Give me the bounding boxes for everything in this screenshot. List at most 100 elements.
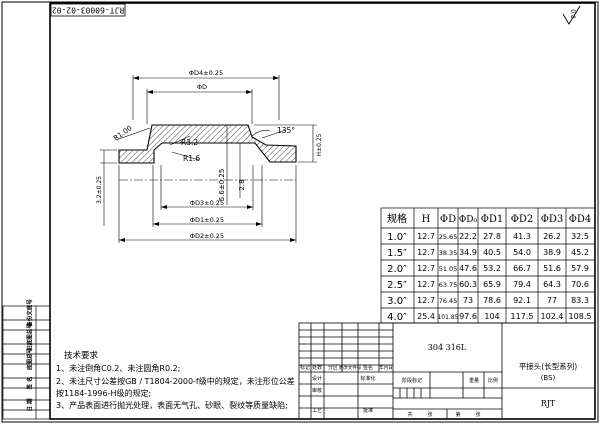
table-cell: 78.6 (483, 296, 501, 305)
table-cell: 1.0″ (387, 232, 407, 243)
tb-count: 处数 (312, 364, 322, 371)
table-cell: 32.5 (571, 232, 589, 241)
stamp-label: 日 期 (26, 398, 34, 411)
stamp-label: 签 名 (26, 377, 34, 391)
tb-change-doc: 更改文件号 (339, 364, 362, 371)
tb-sign: 签名 (363, 364, 373, 371)
tb-stage-mark: 阶段标记 (402, 377, 422, 384)
spec-table-header: 规格 H ΦD ΦD₀ ΦD1 ΦD2 ΦD3 ΦD4 (387, 212, 591, 225)
tb-design: 设计 (312, 375, 322, 382)
table-cell: 60.3 (459, 280, 477, 289)
table-cell: 12.7 (417, 232, 435, 241)
table-cell: 40.5 (483, 248, 501, 257)
dim-angle: 135° (277, 126, 295, 135)
table-cell: 53.2 (483, 264, 501, 273)
svg-text:0.8: 0.8 (569, 9, 576, 19)
dim-flange: 2.8 (238, 179, 246, 190)
tb-weight: 重量 (469, 377, 479, 384)
dim-d3: ΦD3±0.25 (190, 199, 224, 207)
table-cell: 73 (463, 296, 473, 305)
tb-sheet-no: 第 (455, 411, 460, 418)
table-cell: 102.4 (541, 312, 564, 321)
tb-standardize: 标准化 (360, 375, 375, 382)
table-cell: 12.7 (417, 296, 435, 305)
dim-wall: 5.6±0.25 (218, 169, 226, 202)
dim-chamfer-r: R1.00 (112, 124, 133, 142)
tech-note-line: 2、未注尺寸公差按GB / T1804-2000-f级中的规定，未注形位公差 (56, 376, 295, 386)
table-cell: 1.5″ (387, 248, 407, 259)
spec-table (380, 207, 596, 324)
table-cell: 79.4 (513, 280, 531, 289)
table-cell: 104 (484, 312, 499, 321)
dim-d4: ΦD4±0.25 (189, 69, 223, 77)
spec-table-body: 1.0″ 12.7 25.65 22.2 27.8 41.3 26.2 32.5… (387, 232, 591, 323)
table-cell: 83.3 (571, 296, 589, 305)
spec-header-d1: ΦD1 (481, 214, 504, 225)
table-cell: 34.9 (459, 248, 477, 257)
table-cell: 12.7 (417, 248, 435, 257)
table-cell: 47.6 (459, 264, 477, 273)
stamp-label: 旧底图总号 (26, 323, 34, 351)
table-cell: 12.7 (417, 280, 435, 289)
table-cell: 92.1 (513, 296, 531, 305)
tech-notes: 技术要求 1、未注倒角C0.2、未注圆角R0.2; 2、未注尺寸公差按GB / … (56, 350, 295, 410)
spec-header-d0: ΦD₀ (459, 215, 478, 225)
table-cell: 22.2 (459, 232, 477, 241)
spec-header-d3: ΦD3 (541, 214, 564, 225)
title-block-grid (298, 322, 596, 420)
table-cell: 41.3 (513, 232, 531, 241)
table-cell: 66.7 (513, 264, 531, 273)
spec-header-d2: ΦD2 (511, 214, 534, 225)
dim-r16: R1.6 (183, 154, 200, 163)
table-cell: 101.85 (438, 314, 459, 321)
table-cell: 63.75 (439, 281, 458, 289)
title-block-text: 标记 处数 分区 更改文件号 签名 年月日 设计 标准化 审核 工艺 批准 阶段… (300, 343, 577, 418)
table-cell: 38.9 (543, 248, 561, 257)
dim-h-left: 3.2±0.25 (96, 176, 103, 204)
table-cell: 3.0″ (387, 296, 407, 307)
table-cell: 70.6 (571, 280, 589, 289)
roughness-symbol-icon: 0.8 (562, 5, 581, 25)
table-cell: 65.9 (483, 280, 501, 289)
table-cell: 12.7 (417, 264, 435, 273)
table-cell: 2.0″ (387, 264, 407, 275)
tb-part-name: 平接头(长型系列) (519, 361, 577, 371)
table-cell: 51.6 (543, 264, 561, 273)
tech-note-line: 3、产品表面进行抛光处理，表面无气孔、砂眼、裂纹等质量缺陷; (56, 400, 288, 410)
side-stamp-column (2, 305, 51, 420)
table-cell: 38.35 (439, 249, 458, 257)
drawing-number-box: RJT-60003-02-02 (50, 3, 126, 17)
tb-scale: 比例 (488, 377, 498, 384)
dim-d: ΦD (197, 83, 207, 91)
side-stamp-labels: 备份文底号 旧底图总号 底图总号 签 名 日 期 (26, 299, 34, 412)
table-cell: 64.3 (543, 280, 561, 289)
spec-header-d4: ΦD4 (569, 214, 592, 225)
dimension-lines (100, 75, 317, 243)
table-cell: 51.05 (439, 265, 458, 273)
table-cell: 25.4 (417, 312, 435, 321)
stamp-label: 备份文底号 (26, 299, 34, 328)
tb-mark: 标记 (300, 364, 310, 371)
tb-part-code: (BS) (541, 374, 556, 382)
table-cell: 2.5″ (387, 280, 407, 291)
part-section (118, 124, 297, 181)
tb-process: 工艺 (312, 408, 322, 414)
dim-r32: R3.2 (181, 138, 198, 147)
dim-d1: ΦD1±0.25 (190, 216, 224, 224)
table-cell: 25.65 (439, 233, 458, 241)
table-cell: 108.5 (569, 312, 592, 321)
tb-material: 304 316L (428, 343, 467, 352)
dimension-arrows (119, 76, 296, 242)
spec-header-size: 规格 (387, 212, 407, 225)
table-cell: 26.2 (543, 232, 561, 241)
tb-sheets-total: 共 (407, 411, 412, 418)
tb-sheet-unit: 张 (475, 411, 480, 418)
table-cell: 4.0″ (387, 312, 407, 323)
tb-approve: 批准 (363, 407, 373, 414)
dim-h-right: H±0.25 (316, 133, 323, 156)
table-cell: 54.0 (513, 248, 531, 257)
table-cell: 77 (547, 296, 557, 305)
dimension-labels: ΦD4±0.25 ΦD R1.00 R3.2 R1.6 135° H±0.25 … (96, 69, 323, 240)
